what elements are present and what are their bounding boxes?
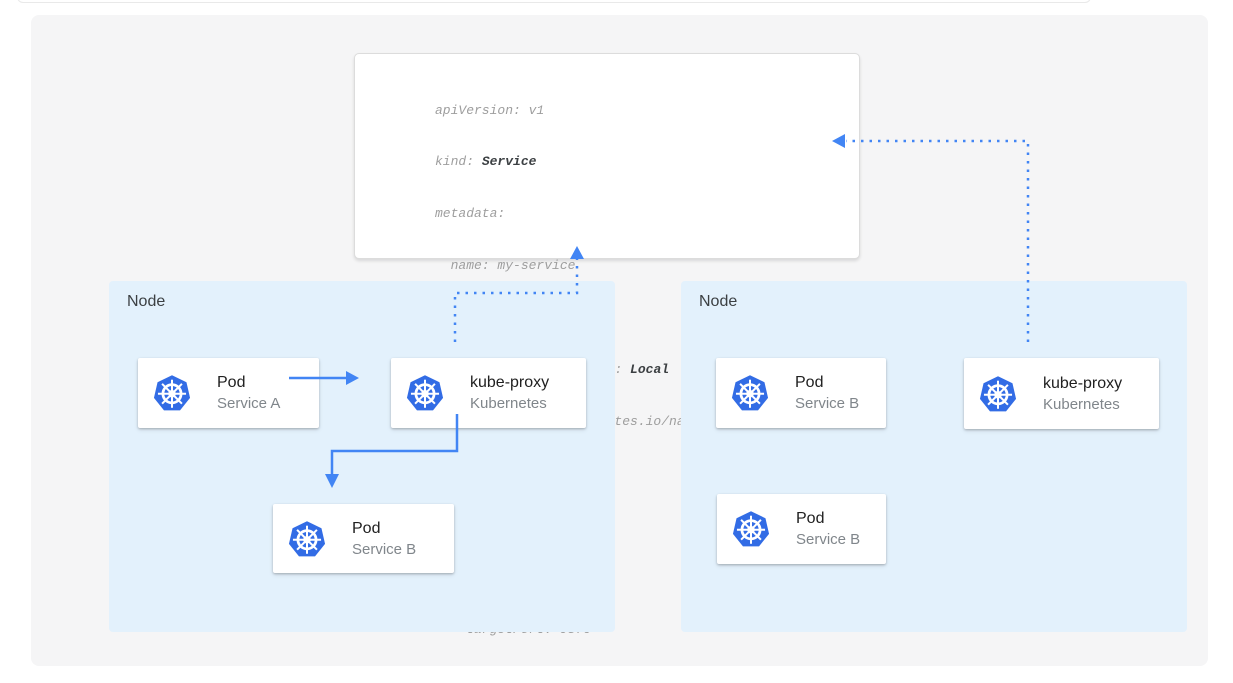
yaml-line: metadata: (435, 206, 506, 222)
kubernetes-icon (288, 520, 326, 556)
pod-service-b-card-right-bottom: Pod Service B (717, 494, 886, 564)
card-subtitle: Service B (795, 395, 860, 412)
kubernetes-icon (732, 511, 770, 547)
pod-service-b-card-right-top: Pod Service B (716, 358, 886, 428)
card-title: kube-proxy (470, 374, 550, 391)
card-subtitle: Service A (217, 395, 281, 412)
diagram-canvas: apiVersion: v1 kind: Service metadata: n… (31, 15, 1208, 666)
card-subtitle: Service B (352, 540, 417, 558)
card-subtitle: Service B (796, 531, 861, 548)
node-left-label: Node (127, 293, 166, 310)
card-title: Pod (352, 519, 381, 537)
yaml-line: kind: Service (435, 154, 537, 170)
node-right: Node (681, 281, 1187, 632)
node-right-label: Node (699, 293, 738, 310)
kubernetes-icon (406, 375, 444, 411)
yaml-line: apiVersion: v1 (435, 102, 545, 118)
card-title: Pod (217, 374, 246, 391)
service-yaml-card: apiVersion: v1 kind: Service metadata: n… (354, 53, 860, 637)
card-title: Pod (795, 374, 824, 391)
kube-proxy-card-left: kube-proxy Kubernetes (391, 358, 586, 428)
card-subtitle: Kubernetes (470, 395, 547, 412)
kubernetes-icon (979, 375, 1017, 411)
top-card-edge (17, 0, 1091, 3)
kubernetes-icon (731, 375, 769, 411)
kubernetes-icon (153, 375, 191, 411)
yaml-line: name: my-service (435, 258, 576, 274)
kube-proxy-card-right: kube-proxy Kubernetes (964, 358, 1159, 429)
node-left: Node (109, 281, 615, 632)
card-title: Pod (796, 510, 825, 527)
pod-service-b-card-left: Pod Service B (273, 504, 454, 573)
card-subtitle: Kubernetes (1043, 395, 1120, 413)
card-title: kube-proxy (1043, 374, 1123, 392)
pod-service-a-card: Pod Service A (138, 358, 319, 428)
